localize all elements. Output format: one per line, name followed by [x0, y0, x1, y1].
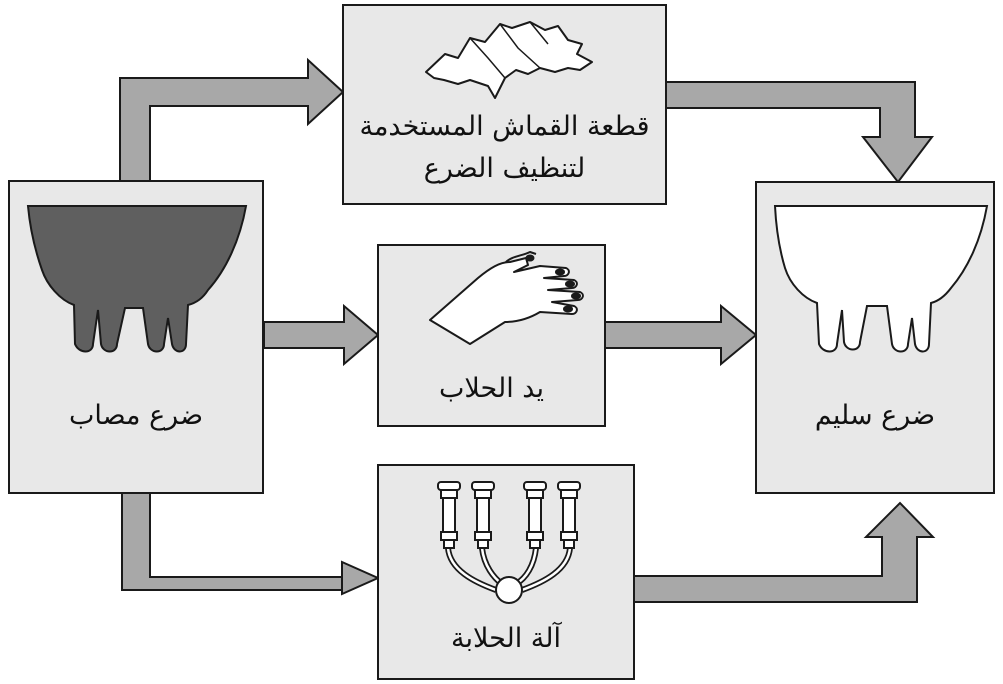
- arrow-infected-to-machine: [121, 492, 381, 596]
- infected-udder-label: ضرع مصاب: [68, 400, 204, 431]
- cloth-icon: [425, 21, 593, 99]
- arrow-infected-to-hand: [263, 303, 380, 367]
- cloth-label-line1: قطعة القماش المستخدمة: [359, 111, 650, 142]
- box-milking-machine: [377, 464, 635, 680]
- healthy-udder-icon: [773, 205, 989, 353]
- arrow-machine-to-healthy: [633, 501, 936, 603]
- arrow-infected-to-cloth: [119, 57, 345, 187]
- arrow-cloth-to-healthy: [665, 81, 935, 184]
- arrow-hand-to-healthy: [604, 303, 758, 367]
- infected-udder-icon: [26, 205, 248, 353]
- healthy-udder-label: ضرع سليم: [814, 400, 936, 431]
- cloth-fold-line: [469, 21, 549, 79]
- milking-machine-icon: [437, 481, 581, 604]
- milker-hand-label: يد الحلاب: [439, 373, 544, 404]
- milking-machine-label: آلة الحلابة: [450, 623, 562, 654]
- hand-icon: [429, 251, 584, 345]
- cloth-label-line2: لتنظيف الضرع: [423, 153, 586, 184]
